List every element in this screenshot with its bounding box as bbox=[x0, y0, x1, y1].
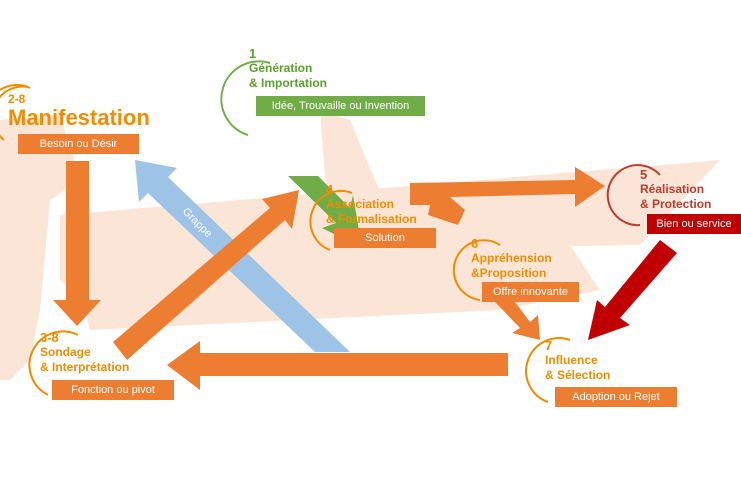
node-realisation: 5 Réalisation & Protection bbox=[640, 168, 711, 212]
arc-manifestation-left bbox=[0, 83, 31, 91]
node-number: 6 bbox=[471, 236, 479, 251]
arc-realisation bbox=[606, 164, 661, 227]
node-number: 4 bbox=[326, 182, 334, 197]
arc-association bbox=[309, 190, 353, 251]
node-title: Manifestation bbox=[8, 105, 150, 130]
arc-apprehension bbox=[452, 239, 501, 301]
node-title-line1: Réalisation bbox=[640, 182, 705, 196]
node-title-line1: Appréhension bbox=[471, 251, 552, 265]
node-number: 7 bbox=[545, 338, 553, 353]
tag-idee-trouvaille-invention: Idée, Trouvaille ou Invention bbox=[256, 96, 425, 116]
node-title-line2: & Formalisation bbox=[326, 212, 417, 226]
node-number: 2-8 bbox=[8, 92, 26, 106]
node-generation: 1 Génération & Importation bbox=[249, 47, 327, 91]
node-number: 3-8 bbox=[40, 330, 59, 345]
node-apprehension: 6 Appréhension &Proposition bbox=[471, 237, 552, 281]
tag-offre-innovante: Offre innovante bbox=[482, 282, 579, 302]
node-manifestation: 2-8 Manifestation bbox=[8, 92, 150, 130]
arrow-realisation-to-influence bbox=[588, 240, 677, 340]
tag-bien-ou-service: Bien ou service bbox=[647, 214, 741, 234]
node-title-line2: & Sélection bbox=[545, 368, 611, 382]
node-title-line1: Association bbox=[326, 197, 395, 211]
node-arcs bbox=[0, 60, 661, 403]
node-association: 4 Association & Formalisation bbox=[326, 183, 417, 227]
node-title-line1: Influence bbox=[545, 353, 598, 367]
node-title-line2: &Proposition bbox=[471, 266, 547, 280]
node-title-line2: & Interprétation bbox=[40, 360, 130, 374]
arc-generation bbox=[220, 60, 271, 136]
background-figure bbox=[0, 115, 80, 380]
arrow-influence-to-sondage bbox=[167, 341, 508, 390]
tag-solution: Solution bbox=[334, 228, 436, 248]
background-band-lower bbox=[70, 230, 600, 330]
arc-manifestation bbox=[0, 85, 29, 141]
tag-fonction-ou-pivot: Fonction ou pivot bbox=[52, 380, 174, 400]
arrow-manifestation-to-sondage bbox=[53, 161, 101, 326]
node-influence: 7 Influence & Sélection bbox=[545, 339, 610, 383]
node-title-line2: & Protection bbox=[640, 197, 712, 211]
node-title-line2: & Importation bbox=[249, 76, 327, 90]
arrow-apprehension-to-influence bbox=[495, 302, 540, 340]
node-title-line1: Génération bbox=[249, 61, 313, 75]
arc-sondage bbox=[28, 330, 79, 396]
arrow-sondage-to-association bbox=[113, 190, 299, 360]
tag-adoption-ou-rejet: Adoption ou Rejet bbox=[555, 387, 677, 407]
tag-besoin-ou-desir: Besoin ou Désir bbox=[18, 134, 139, 154]
arrow-association-to-realisation bbox=[410, 167, 605, 225]
node-title-line1: Sondage bbox=[40, 345, 91, 359]
arc-influence bbox=[525, 337, 571, 403]
node-sondage: 3-8 Sondage & Interprétation bbox=[40, 331, 129, 375]
node-number: 5 bbox=[640, 167, 648, 182]
node-number: 1 bbox=[249, 46, 257, 61]
